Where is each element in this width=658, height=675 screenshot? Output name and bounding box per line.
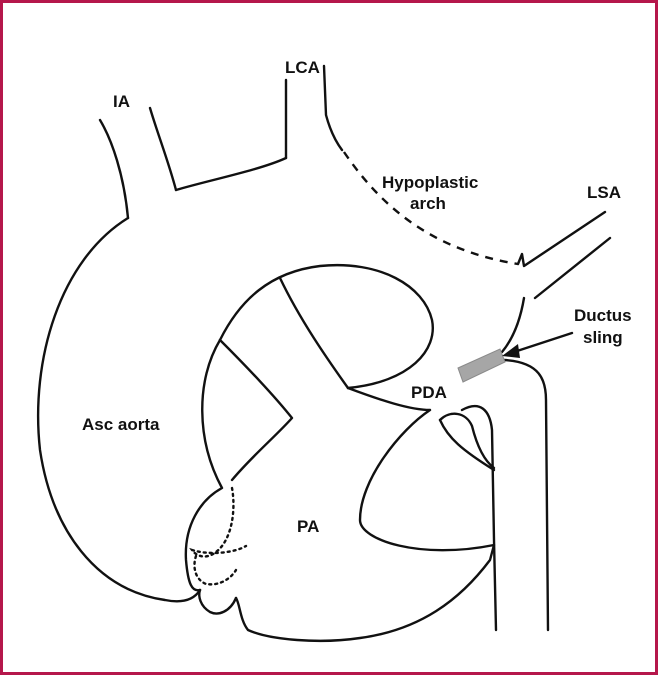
- pa-branch-divider-top: [280, 278, 348, 388]
- aortic-valve-dotted: [192, 488, 246, 556]
- ductus-sling-band: [458, 349, 505, 382]
- label-lsa: LSA: [587, 183, 621, 202]
- label-pda: PDA: [411, 383, 447, 402]
- ductus-upper-curve: [502, 298, 524, 352]
- ia-lca-crotch: [176, 158, 286, 190]
- descending-aorta-outer: [504, 360, 548, 630]
- ia-left-wall: [100, 120, 128, 218]
- pa-root-bulge: [199, 590, 236, 613]
- label-ia: IA: [113, 92, 130, 111]
- label-hypoplastic: Hypoplastic: [382, 173, 478, 192]
- lsa-upper-wall: [518, 212, 605, 266]
- ia-right-wall: [150, 108, 176, 190]
- pa-trunk-outline: [236, 388, 494, 641]
- asc-aorta-outer-wall: [38, 218, 200, 601]
- pulmonary-valve-dotted: [194, 556, 236, 584]
- pda-hook: [440, 414, 494, 468]
- pda-hook-lower: [440, 420, 494, 470]
- pa-branch-loop: [220, 265, 433, 388]
- label-arch: arch: [410, 194, 446, 213]
- label-ductus: Ductus: [574, 306, 632, 325]
- ductus-sling-arrowhead: [502, 344, 520, 358]
- label-sling: sling: [583, 328, 623, 347]
- label-asc-aorta: Asc aorta: [82, 415, 160, 434]
- ductus-sling-arrow: [514, 333, 572, 352]
- lsa-lower-wall: [535, 238, 610, 298]
- pa-branch-divider-left: [220, 340, 292, 480]
- descending-aorta-inner: [462, 406, 496, 630]
- label-lca: LCA: [285, 58, 320, 77]
- lca-right-wall: [324, 66, 342, 150]
- label-pa: PA: [297, 517, 319, 536]
